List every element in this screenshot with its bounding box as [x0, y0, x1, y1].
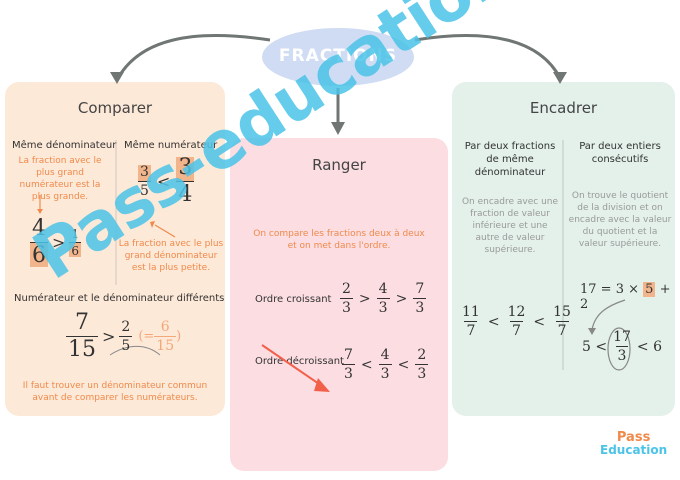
meme-denom-note: La fraction avec le plus grand numérateu… [18, 156, 102, 202]
operator: > [395, 290, 408, 307]
fraction: 6 15 [154, 319, 177, 354]
operator: < [533, 313, 546, 330]
encadrer-col2-note: On trouve le quotient de la division et … [568, 191, 672, 249]
fraction: 4 6 [30, 216, 48, 268]
operator: < [360, 356, 373, 373]
fraction: 4 3 [376, 281, 390, 316]
fraction: 11 7 [462, 304, 480, 339]
encadrer-col1-heading: Par deux fractions de même dénominateur [464, 141, 556, 178]
fraction: 3 4 [176, 155, 195, 207]
fraction: 7 15 [66, 310, 98, 362]
croissant-label: Ordre croissant [255, 294, 332, 305]
meme-num-heading: Même numérateur [124, 140, 218, 151]
decroissant-math: 7 3 < 4 3 < 2 3 [342, 347, 429, 382]
differents-heading: Numérateur et le dénominateur différents [14, 293, 225, 304]
fraction: 4 3 [378, 347, 392, 382]
fraction: 12 7 [507, 304, 526, 339]
encadrer-col2-heading: Par deux entiers consécutifs [579, 141, 661, 165]
fraction: 15 7 [553, 304, 571, 339]
operator: > [102, 327, 116, 346]
decroissant-label: Ordre décroissant [255, 356, 344, 367]
division-line: 17 = 3 × 5 + 2 [580, 282, 680, 312]
division-quotient: 5 [643, 282, 656, 297]
fraction: 1 6 [69, 227, 82, 258]
ranger-title: Ranger [312, 156, 366, 174]
encadrer-col2-math: 5 < 17 3 < 6 [582, 330, 662, 363]
operator: < [487, 313, 500, 330]
ranger-card [230, 138, 448, 471]
equal-prefix: (= [138, 329, 155, 344]
operator: < [156, 172, 171, 191]
meme-denom-heading: Même dénominateur [12, 140, 117, 151]
differents-note: Il faut trouver un dénominateur commun a… [22, 381, 208, 403]
page-title: FRACTIONS [278, 46, 398, 66]
operator: < [397, 356, 410, 373]
logo-line2: Education [600, 443, 668, 457]
fraction: 2 3 [340, 281, 353, 316]
pass-education-logo: Pass Education [600, 430, 668, 457]
bracket-left: 5 < [582, 338, 608, 355]
division-post: + 2 [580, 282, 671, 312]
differents-math: 7 15 > 2 5 (= 6 15 ) [66, 312, 181, 361]
comparer-title: Comparer [77, 99, 153, 117]
division-pre: 17 = 3 × [580, 282, 639, 297]
meme-denom-math: 4 6 > 1 6 [30, 216, 82, 268]
meme-num-math: 3 5 < 3 4 [138, 155, 195, 207]
fraction: 3 5 [138, 164, 151, 199]
logo-line1: Pass [616, 430, 651, 445]
operator: > [358, 290, 371, 307]
fraction: 2 5 [119, 319, 133, 354]
bracket-right: < 6 [636, 338, 663, 355]
croissant-math: 2 3 > 4 3 > 7 3 [340, 281, 427, 316]
fraction: 7 3 [413, 281, 427, 316]
encadrer-title: Encadrer [529, 99, 598, 117]
meme-num-note: La fraction avec le plus grand dénominat… [118, 239, 224, 273]
fraction: 2 3 [415, 347, 429, 382]
encadrer-col1-note: On encadre avec une fraction de valeur i… [461, 197, 559, 255]
ranger-intro: On compare les fractions deux à deux et … [253, 229, 425, 251]
operator: > [52, 233, 66, 252]
equal-suffix: ) [176, 329, 182, 344]
header-bubble [262, 28, 414, 86]
fraction: 17 3 [613, 329, 631, 364]
encadrer-col1-math: 11 7 < 12 7 < 15 7 [460, 305, 573, 338]
fraction: 7 3 [342, 347, 355, 382]
